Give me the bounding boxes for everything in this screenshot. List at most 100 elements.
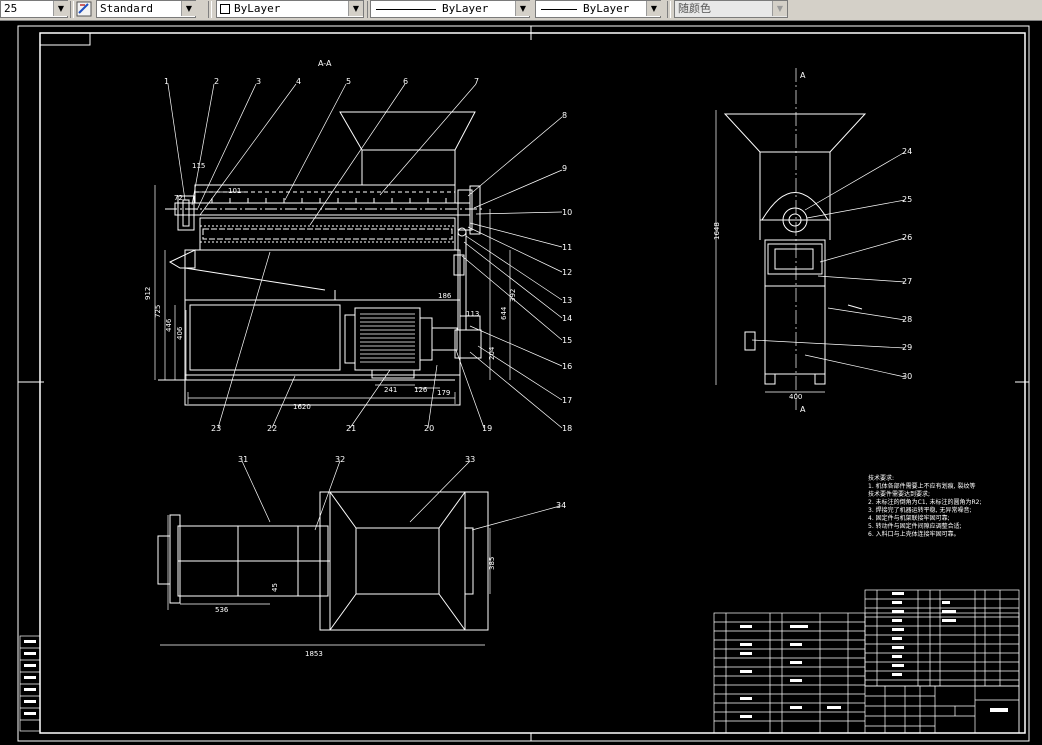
dim-725: 725 [154,305,162,318]
plot-style-dropdown[interactable]: 随颜色 [674,0,788,18]
bom-lower-rows [714,613,866,733]
callout-10: 10 [562,208,572,217]
linetype-value: ByLayer [442,2,489,15]
layer-color-value: ByLayer [234,2,281,15]
title-block [713,589,1020,734]
tech-notes: 技术要求: 1. 机体各部件需要上不应有划痕, 裂纹等 技术要件需要达到要求; … [868,474,981,538]
dim-536: 536 [215,606,229,614]
chevron-down-icon[interactable]: ▼ [348,1,363,16]
callout-20: 20 [424,424,434,433]
callout-15: 15 [562,336,572,345]
chevron-down-icon[interactable]: ▼ [515,1,530,16]
callout-6: 6 [403,77,408,86]
callout-12: 12 [562,268,572,277]
dim-406: 406 [176,326,184,340]
bom-text-marks [24,592,1008,718]
callout-5: 5 [346,77,351,86]
tech-note-line: 1. 机体各部件需要上不应有划痕, 裂纹等 [868,482,975,490]
dim-115: 115 [192,162,205,170]
linetype-dropdown[interactable]: ByLayer [370,0,530,18]
view-marker-top: A [800,71,806,80]
text-style-value: Standard [100,2,153,15]
scale-dropdown[interactable]: 25 [0,0,68,18]
lineweight-dropdown[interactable]: ByLayer [535,0,661,18]
callout-24: 24 [902,147,912,156]
callout-33: 33 [465,455,475,464]
callout-30: 30 [902,372,912,381]
callout-17: 17 [562,396,572,405]
callout-9: 9 [562,164,567,173]
callout-2: 2 [214,77,219,86]
dim-1620: 1620 [293,403,311,411]
dim-385: 385 [488,557,496,570]
callout-32: 32 [335,455,345,464]
rotor-blades [211,198,447,203]
dim-side-width: 400 [789,393,802,401]
bom-upper-rows [865,590,1019,686]
sheet-inner-border [39,32,1026,734]
dim-45: 45 [271,583,279,592]
dim-644: 644 [500,306,508,320]
chevron-down-icon[interactable]: ▼ [646,1,661,16]
callout-22: 22 [267,424,277,433]
tech-note-line: 技术要件需要达到要求; [868,490,930,498]
dim-241: 241 [384,386,397,394]
callout-11: 11 [562,243,572,252]
callout-13: 13 [562,296,572,305]
callout-14: 14 [562,314,572,323]
dim-1853: 1853 [305,650,323,658]
section-label: A-A [318,59,332,68]
properties-toolbar: 25 ▼ Standard ▼ ByLayer ▼ ByLayer ▼ ByLa… [0,0,1042,21]
motor-fins [360,313,415,363]
plot-style-value: 随颜色 [678,2,711,15]
top-view [157,460,561,646]
callout-18: 18 [562,424,572,433]
chevron-down-icon[interactable]: ▼ [181,1,196,16]
toolbar-separator [667,1,671,18]
dim-186: 186 [438,292,452,300]
callout-21: 21 [346,424,356,433]
text-style-icon[interactable] [76,1,92,17]
layer-color-dropdown[interactable]: ByLayer [216,0,364,18]
callout-7: 7 [474,77,479,86]
tech-note-line: 4. 固定件与机架联接牢固可靠; [868,514,950,522]
callout-8: 8 [562,111,567,120]
lineweight-sample [541,8,577,10]
dim-179: 179 [437,389,450,397]
callout-23: 23 [211,424,221,433]
dim-912: 912 [144,287,152,300]
side-leaders [751,151,906,378]
dim-101: 101 [228,187,241,195]
dim-72: 72 [174,194,183,202]
dim-113: 113 [466,310,479,318]
dim-446: 446 [165,318,173,332]
toolbar-separator [70,1,74,18]
callout-16: 16 [562,362,572,371]
side-view [715,68,906,410]
top-left-tag [39,32,91,46]
tech-note-line: 3. 焊接完了机器运转平稳, 无异常噪音; [868,506,971,514]
front-leaders [167,83,563,429]
chevron-down-icon[interactable]: ▼ [53,1,68,16]
view-marker-bottom: A [800,405,806,414]
top-leaders [241,460,561,531]
left-margin-table [19,635,41,732]
chevron-down-icon[interactable]: ▼ [772,1,787,16]
front-section-view [154,83,563,429]
tech-note-line: 2. 未标注的倒角为C1, 未标注的圆角为R2; [868,498,981,506]
callout-19: 19 [482,424,492,433]
tech-notes-title: 技术要求: [868,474,894,482]
callout-27: 27 [902,277,912,286]
dim-side-height: 1648 [713,222,721,240]
linetype-sample [376,8,436,10]
callout-4: 4 [296,77,301,86]
callout-29: 29 [902,343,912,352]
callout-28: 28 [902,315,912,324]
callout-3: 3 [256,77,261,86]
dim-126: 126 [414,386,428,394]
lineweight-value: ByLayer [583,2,630,15]
tech-note-line: 6. 入料口与上壳体连接牢固可靠。 [868,530,960,538]
callout-31: 31 [238,455,248,464]
callout-1: 1 [164,77,169,86]
